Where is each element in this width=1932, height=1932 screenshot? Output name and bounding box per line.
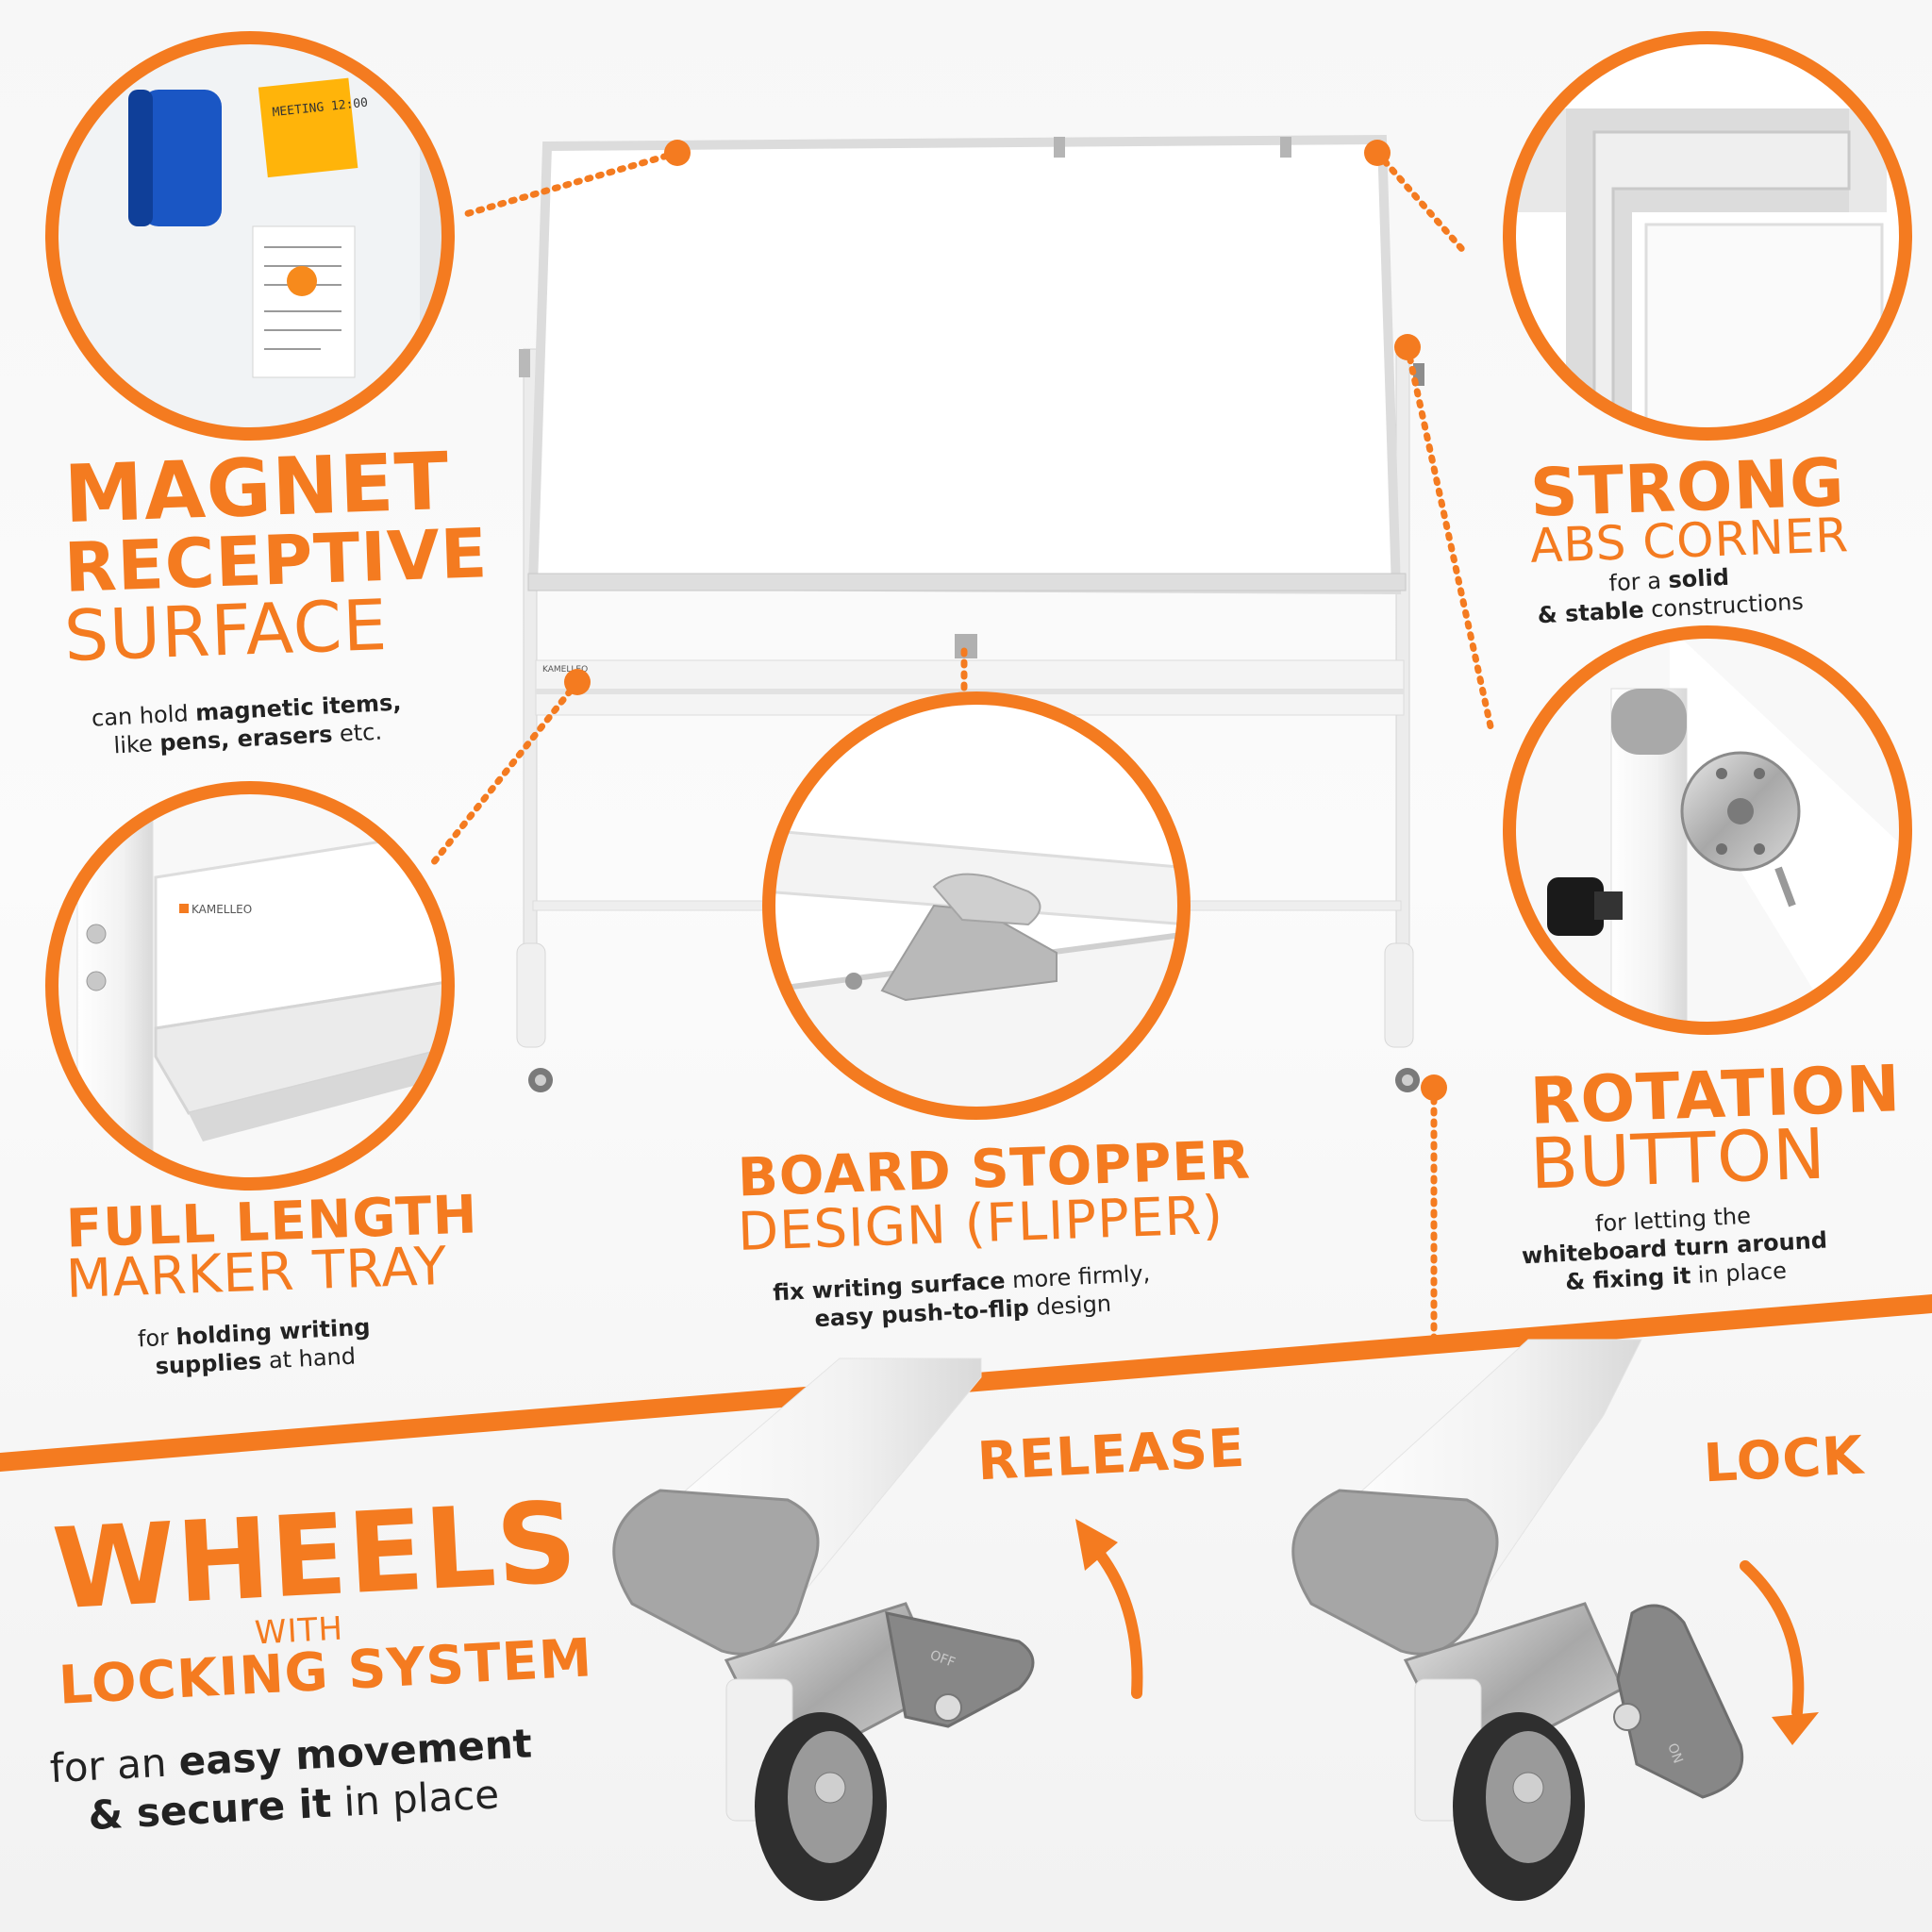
magnet-detail-circle: MEETING 12:00 <box>45 31 455 441</box>
lock-label: LOCK <box>1702 1424 1866 1495</box>
whiteboard: KAMELLEO <box>516 134 1424 1092</box>
tray-brand-label: KAMELLEO <box>192 903 252 916</box>
board-brand-label: KAMELLEO <box>542 665 588 675</box>
rotation-title-line2: BUTTON <box>1528 1113 1828 1206</box>
release-pedal <box>885 1611 1035 1728</box>
magnet-button-icon <box>287 266 317 296</box>
release-wheel: OFF <box>612 1357 1035 1901</box>
lock-arrow-icon <box>1740 1560 1805 1718</box>
release-arrow-icon <box>1089 1541 1143 1699</box>
leader-dots <box>564 140 1447 1101</box>
wheels-title-line1: WHEELS <box>49 1476 581 1635</box>
lock-pedal-text: ON <box>1664 1741 1685 1766</box>
rotation-detail-circle <box>1503 625 1912 1035</box>
eraser-icon <box>142 90 222 226</box>
magnet-title-line3: SURFACE <box>62 585 390 677</box>
corner-detail-circle <box>1503 31 1912 441</box>
leader-lines <box>425 149 1494 1343</box>
tray-detail-circle: KAMELLEO <box>45 781 455 1191</box>
arrows <box>1089 1541 1805 1718</box>
tray-title-line2: MARKER TRAY <box>64 1235 449 1311</box>
lock-pedal <box>1616 1604 1744 1799</box>
sticky-note <box>258 77 358 178</box>
lock-wheel: ON <box>1291 1339 1744 1901</box>
stopper-flipper <box>932 873 1041 926</box>
rotation-description: for letting the whiteboard turn around &… <box>1521 1202 1828 1296</box>
rotation-knob-icon <box>1547 877 1604 936</box>
stopper-detail-circle <box>762 691 1191 1120</box>
release-label: RELEASE <box>975 1417 1247 1493</box>
